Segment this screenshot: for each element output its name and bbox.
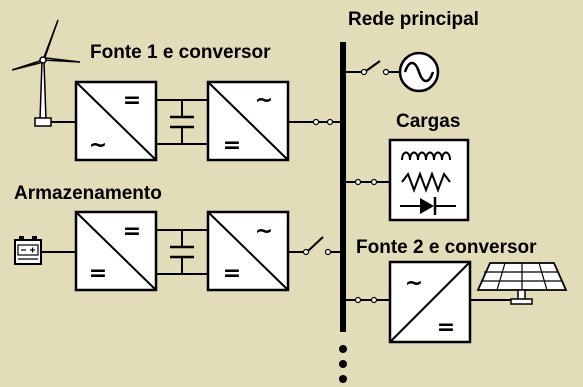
loads-connection — [346, 178, 390, 186]
storage-label: Armazenamento — [14, 183, 162, 204]
main-bus — [340, 42, 346, 332]
dc-symbol: = — [437, 315, 455, 340]
source1-converter-ac-dc: = ~ — [74, 80, 158, 162]
storage-converter-dc-dc: = = — [74, 210, 158, 292]
dc-symbol: = — [223, 261, 241, 286]
ac-symbol: ~ — [255, 88, 273, 113]
ac-symbol: ~ — [89, 133, 107, 158]
loads-label: Cargas — [396, 111, 460, 132]
source1-label: Fonte 1 e conversor — [90, 42, 271, 63]
inductor-icon — [401, 151, 451, 161]
ac-source-icon — [398, 51, 440, 93]
load-icon — [388, 138, 470, 222]
capacitor-icon — [156, 99, 208, 145]
dc-symbol: = — [89, 261, 107, 286]
ac-symbol: ~ — [405, 271, 423, 296]
resistor-icon — [401, 171, 451, 193]
source2-connection — [346, 296, 390, 304]
diode-icon — [400, 197, 456, 215]
battery-icon — [14, 236, 42, 265]
main-grid-label: Rede principal — [348, 9, 479, 30]
continuation-dots — [339, 345, 347, 383]
source1-connection — [288, 118, 340, 126]
dc-symbol: = — [123, 88, 141, 113]
switch-icon — [288, 236, 340, 256]
capacitor-icon — [156, 229, 208, 275]
switch-icon — [346, 60, 400, 76]
source2-converter-dc-ac: ~ = — [388, 260, 472, 344]
dc-symbol: = — [223, 133, 241, 158]
source2-label: Fonte 2 e conversor — [356, 237, 537, 258]
storage-converter-dc-ac: ~ = — [206, 210, 290, 292]
solar-panel-icon — [476, 262, 568, 305]
ac-symbol: ~ — [255, 219, 273, 244]
wind-turbine-icon — [11, 19, 81, 127]
source1-converter-dc-ac: ~ = — [206, 80, 290, 162]
dc-symbol: = — [123, 219, 141, 244]
